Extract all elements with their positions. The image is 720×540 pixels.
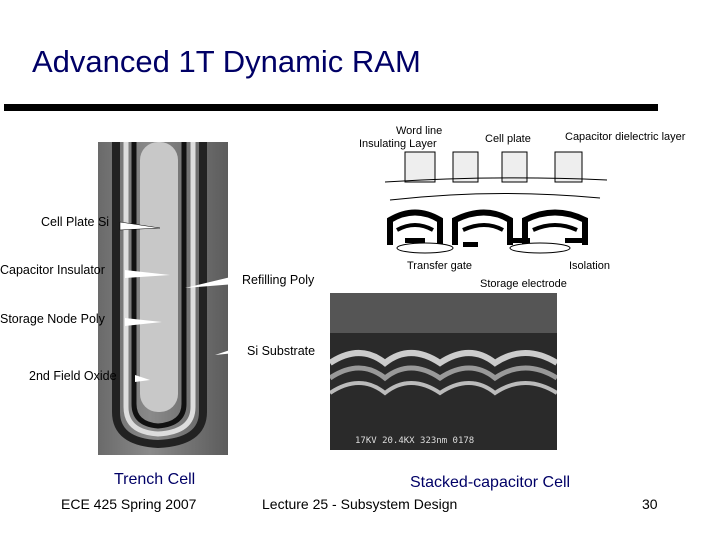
label-cell-plate-si: Cell Plate Si bbox=[41, 215, 110, 229]
trench-cell-caption: Trench Cell bbox=[114, 471, 196, 488]
footer-lecture: Lecture 25 - Subsystem Design bbox=[262, 496, 458, 512]
label-2nd-field-oxide: 2nd Field Oxide bbox=[29, 369, 117, 383]
label-isolation: Isolation bbox=[569, 260, 610, 272]
title-divider bbox=[4, 104, 658, 111]
trench-label-pointers bbox=[119, 221, 245, 382]
label-storage-electrode: Storage electrode bbox=[480, 278, 567, 290]
slide-title: Advanced 1T Dynamic RAM bbox=[32, 44, 421, 79]
label-si-substrate: Si Substrate bbox=[247, 344, 316, 358]
label-storage-node-poly: Storage Node Poly bbox=[0, 312, 105, 326]
label-refilling-poly: Refilling Poly bbox=[242, 273, 315, 287]
label-cell-plate: Cell plate bbox=[485, 133, 531, 145]
label-insulating-layer: Insulating Layer bbox=[359, 138, 437, 150]
trench-shape bbox=[112, 142, 207, 449]
label-transfer-gate: Transfer gate bbox=[407, 260, 473, 272]
label-capacitor-insulator: Capacitor Insulator bbox=[0, 263, 105, 277]
trench-cell-micrograph bbox=[98, 142, 228, 455]
label-word-line: Word line bbox=[396, 125, 443, 137]
stacked-cell-micrograph: 17KV 20.4KX 323nm 0178 bbox=[328, 293, 559, 450]
stacked-cell-caption: Stacked-capacitor Cell bbox=[410, 474, 571, 491]
stacked-capacitor-diagram bbox=[385, 151, 608, 254]
sem-scale-text: 17KV 20.4KX 323nm 0178 bbox=[355, 436, 475, 446]
footer-course: ECE 425 Spring 2007 bbox=[61, 496, 197, 512]
label-capacitor-dielectric: Capacitor dielectric layer bbox=[565, 131, 686, 143]
sem-pattern bbox=[328, 293, 559, 396]
page-number: 30 bbox=[642, 496, 658, 512]
